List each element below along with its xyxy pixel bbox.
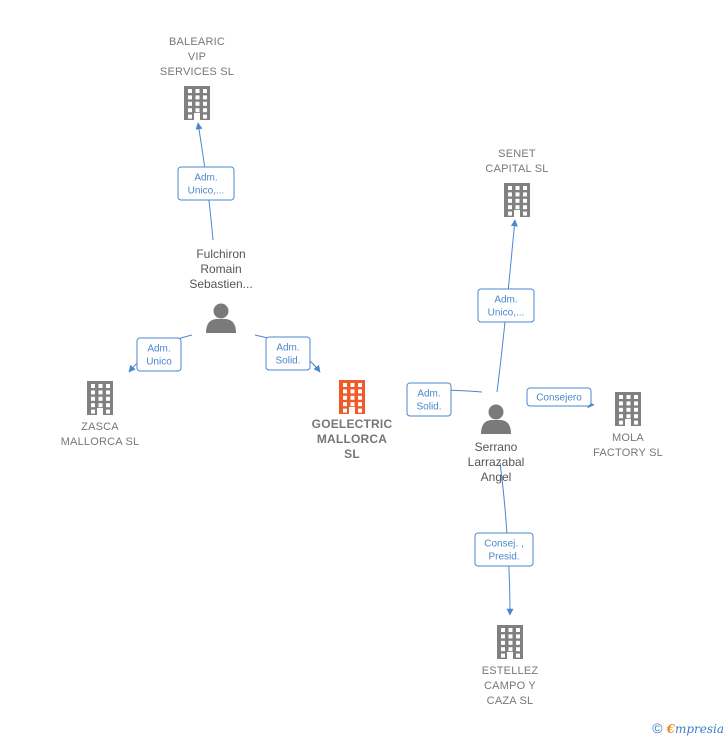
- edge-e4: Adm.Unico,...: [477, 219, 535, 393]
- edge-label-e2[interactable]: Adm.Unico: [136, 337, 182, 372]
- edge-label-text: Adm.Unico,...: [488, 295, 525, 319]
- building-icon: [504, 183, 530, 217]
- edge-e7: Consej. ,Presid.: [474, 462, 534, 616]
- copyright-footer: ©€mpresia: [652, 720, 724, 736]
- building-icon: [339, 380, 365, 414]
- edge-label-e7[interactable]: Consej. ,Presid.: [474, 532, 534, 567]
- edge-label-text: Consejero: [536, 393, 582, 404]
- brand-name: mpresia: [674, 722, 724, 736]
- edge-label-e4[interactable]: Adm.Unico,...: [477, 288, 535, 323]
- edge-label-e6[interactable]: Consejero: [526, 387, 592, 407]
- building-icon: [184, 86, 210, 120]
- edge-label-text: Adm.Unico: [146, 344, 172, 368]
- edge-e2: Adm.Unico: [128, 334, 193, 373]
- edge-label-e5[interactable]: Adm.Solid.: [406, 382, 452, 417]
- building-icon: [497, 625, 523, 659]
- person-icon: [481, 404, 511, 434]
- edges-layer: Adm.Unico,...Adm.UnicoAdm.Solid.Adm.Unic…: [128, 122, 595, 616]
- edge-line: [499, 462, 514, 616]
- edge-label-text: Adm.Solid.: [275, 343, 300, 367]
- brand-logo[interactable]: €mpresia: [667, 722, 724, 736]
- edge-e5: Adm.Solid.: [406, 382, 483, 417]
- edge-label-text: Consej. ,Presid.: [484, 539, 523, 563]
- edge-label-text: Adm.Unico,...: [188, 173, 225, 197]
- edge-e6: Consejero: [526, 387, 595, 409]
- building-icon: [87, 381, 113, 415]
- brand-initial: €: [666, 722, 675, 736]
- edge-e3: Adm.Solid.: [254, 334, 321, 373]
- building-icon: [615, 392, 641, 426]
- edge-label-e1[interactable]: Adm.Unico,...: [177, 166, 235, 201]
- edge-label-e3[interactable]: Adm.Solid.: [265, 336, 311, 371]
- edge-label-text: Adm.Solid.: [416, 389, 441, 413]
- copyright-symbol: ©: [652, 720, 663, 736]
- person-icon: [206, 303, 236, 333]
- edge-e1: Adm.Unico,...: [177, 122, 235, 241]
